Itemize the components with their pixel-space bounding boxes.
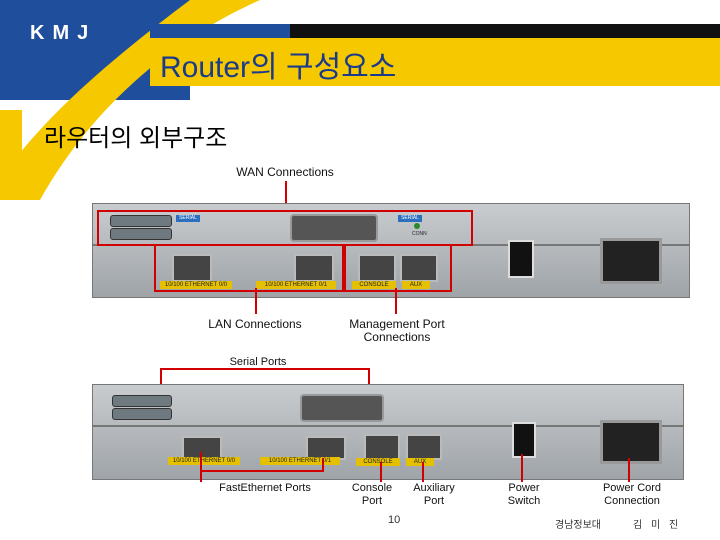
aux-tag-bottom: AUX xyxy=(406,458,434,466)
serial-ports-label: Serial Ports xyxy=(229,356,287,368)
ethernet-port-0-bottom xyxy=(182,436,222,460)
eth0-tag-top: 10/100 ETHERNET 0/0 xyxy=(160,281,232,289)
ethernet-port-0-top xyxy=(172,254,212,282)
serial-pointer-horizontal xyxy=(160,368,370,370)
mgmt-pointer-line xyxy=(395,288,397,314)
auxiliary-port-label: Auxiliary Port xyxy=(413,482,455,507)
footer-author: 김 미 진 xyxy=(633,520,682,531)
page-title: Router의 구성요소 xyxy=(160,51,397,84)
page-number: 10 xyxy=(388,514,401,526)
console-port-bottom xyxy=(364,434,400,460)
aux-port-top xyxy=(400,254,438,282)
header-black-bar xyxy=(150,24,720,38)
serial-pointer-right xyxy=(368,368,370,390)
power-socket-top xyxy=(600,238,662,284)
power-switch-label: Power Switch xyxy=(507,482,541,507)
power-switch-top xyxy=(508,240,534,278)
serial-port-2 xyxy=(110,228,172,240)
console-port-label: Console Port xyxy=(351,482,393,507)
serial-port-2-bottom xyxy=(112,408,172,420)
left-accent-strip xyxy=(0,110,22,180)
lan-connections-label: LAN Connections xyxy=(208,317,302,331)
serial-tag: SERIAL xyxy=(176,215,200,222)
aux-port-bottom xyxy=(406,434,442,460)
serial-pointer-left xyxy=(160,368,162,392)
status-led xyxy=(414,223,420,229)
eth1-tag-bottom: 10/100 ETHERNET 0/1 xyxy=(260,457,340,465)
header-swoosh-decoration xyxy=(0,0,260,200)
fastethernet-pointer-left xyxy=(200,452,202,482)
console-pointer-line xyxy=(380,462,382,482)
fastethernet-ports-label: FastEthernet Ports xyxy=(219,482,311,494)
logo: KMJ xyxy=(30,22,97,44)
power-switch-pointer-line xyxy=(521,454,523,482)
mgmt-port-label: Management Port Connections xyxy=(349,317,445,344)
eth0-tag-bottom: 10/100 ETHERNET 0/0 xyxy=(168,457,240,465)
chassis-divider-bottom xyxy=(93,425,683,427)
serial-port-1 xyxy=(110,215,172,227)
power-socket-bottom xyxy=(600,420,662,464)
fastethernet-pointer-horizontal xyxy=(200,470,324,472)
lan-pointer-line xyxy=(255,288,257,314)
power-switch-bottom xyxy=(512,422,536,458)
power-cord-pointer-line xyxy=(628,458,630,482)
serial-port-1-bottom xyxy=(112,395,172,407)
serial-tag-2: SERIAL xyxy=(398,215,422,222)
conn-port-bottom xyxy=(300,394,384,422)
header-blue-bar xyxy=(150,24,290,38)
header-yellow-band xyxy=(150,38,720,86)
console-tag-bottom: CONSOLE xyxy=(356,458,400,466)
footer-organization: 경남정보대 xyxy=(555,520,601,531)
console-port-top xyxy=(358,254,396,282)
conn-port xyxy=(290,214,378,242)
wan-pointer-line xyxy=(285,181,287,211)
fastethernet-pointer-right xyxy=(322,458,324,470)
console-tag-top: CONSOLE xyxy=(352,281,396,289)
eth1-tag-top: 10/100 ETHERNET 0/1 xyxy=(256,281,336,289)
aux-tag-top: AUX xyxy=(402,281,430,289)
wan-connections-label: WAN Connections xyxy=(236,165,334,179)
lan-highlight-box xyxy=(154,244,344,292)
power-cord-label: Power Cord Connection xyxy=(602,482,662,507)
aux-pointer-line xyxy=(422,462,424,482)
section-title: 라우터의 외부구조 xyxy=(44,125,228,152)
ethernet-port-1-top xyxy=(294,254,334,282)
conn-label: CONN xyxy=(412,231,427,237)
mgmt-highlight-box xyxy=(344,244,452,292)
